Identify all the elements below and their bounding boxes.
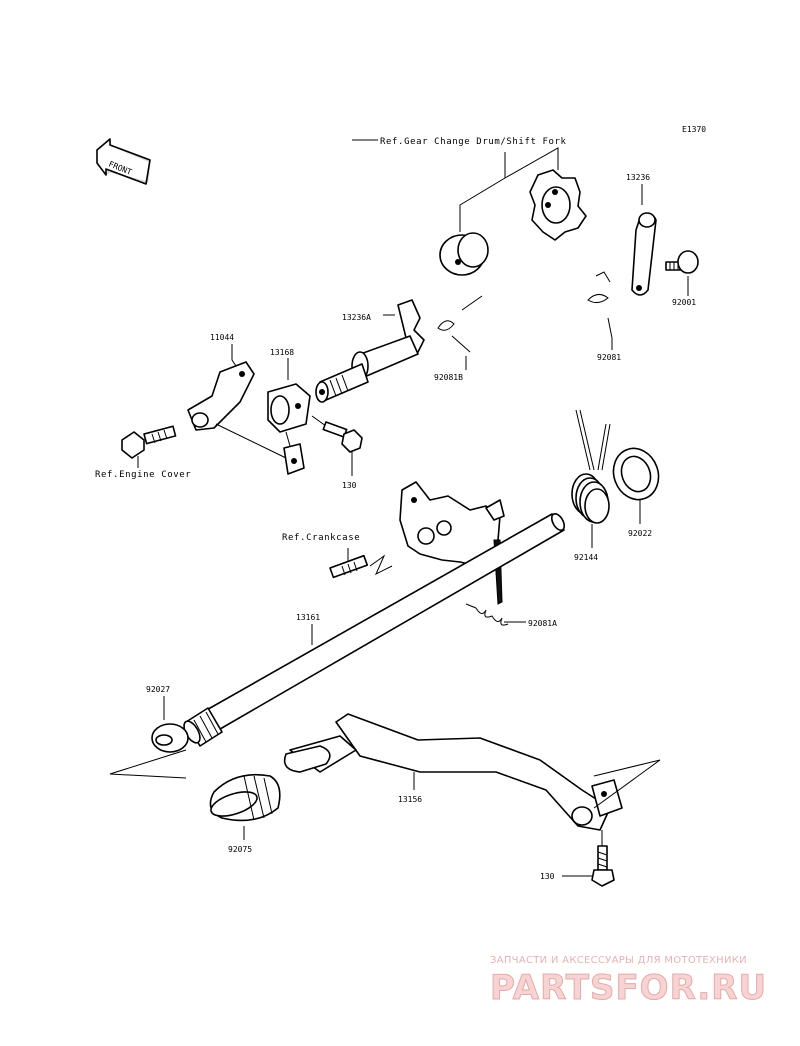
front-arrow-icon: FRONT	[96, 138, 151, 185]
alignment-marker-right	[593, 759, 661, 809]
spring-92081A	[465, 603, 509, 626]
part-130-top: 130	[342, 481, 357, 490]
washer-92027	[151, 723, 189, 753]
stopper-pin	[329, 554, 369, 579]
part-92027: 92027	[146, 685, 170, 694]
part-11044: 11044	[210, 333, 234, 342]
part-13236: 13236	[626, 173, 650, 182]
watermark-brand: PARTSFOR.RU	[490, 968, 767, 1008]
watermark-tagline: ЗАПЧАСТИ И АКСЕССУАРЫ ДЛЯ МОТОТЕХНИКИ	[490, 955, 747, 966]
bolt-engine-cover	[121, 425, 177, 459]
part-92001: 92001	[672, 298, 696, 307]
part-92144: 92144	[574, 553, 598, 562]
ref-gear-change-drum: Ref.Gear Change Drum/Shift Fork	[380, 137, 567, 147]
ref-crankcase: Ref.Crankcase	[282, 533, 360, 543]
spring-92144	[571, 409, 611, 524]
shift-lever-13236	[631, 212, 657, 296]
part-92081A: 92081A	[528, 619, 557, 628]
part-92081: 92081	[597, 353, 621, 362]
clamp-13168	[267, 383, 311, 475]
diagram-code: E1370	[682, 125, 706, 134]
shift-pedal-13156	[283, 713, 623, 831]
bracket-11044	[187, 361, 255, 431]
bolt-130-top	[311, 415, 363, 453]
shift-drum-star-cam	[529, 169, 587, 241]
shift-shaft-13161	[183, 513, 566, 747]
ref-gear-change-drum-leader	[352, 139, 559, 232]
part-130-bottom: 130	[540, 872, 555, 881]
part-92081B: 92081B	[434, 373, 463, 382]
bolt-130-bottom	[591, 845, 615, 887]
part-92075: 92075	[228, 845, 252, 854]
alignment-marker-left	[109, 749, 187, 779]
part-13168: 13168	[270, 348, 294, 357]
ref-crankcase-leader	[347, 548, 393, 576]
ref-engine-cover: Ref.Engine Cover	[95, 470, 191, 480]
pedal-rubber-92075	[209, 773, 281, 822]
part-13236A: 13236A	[342, 313, 371, 322]
bolt-92001	[665, 250, 699, 274]
part-13161: 13161	[296, 613, 320, 622]
spring-92081	[587, 271, 613, 339]
part-92022: 92022	[628, 529, 652, 538]
part-13156: 13156	[398, 795, 422, 804]
washer-92022	[612, 447, 660, 501]
spring-92081B	[437, 295, 483, 353]
shift-arm-13236A	[315, 299, 425, 403]
shift-drum-cam	[439, 232, 489, 276]
shift-mechanism-plate	[399, 481, 505, 605]
